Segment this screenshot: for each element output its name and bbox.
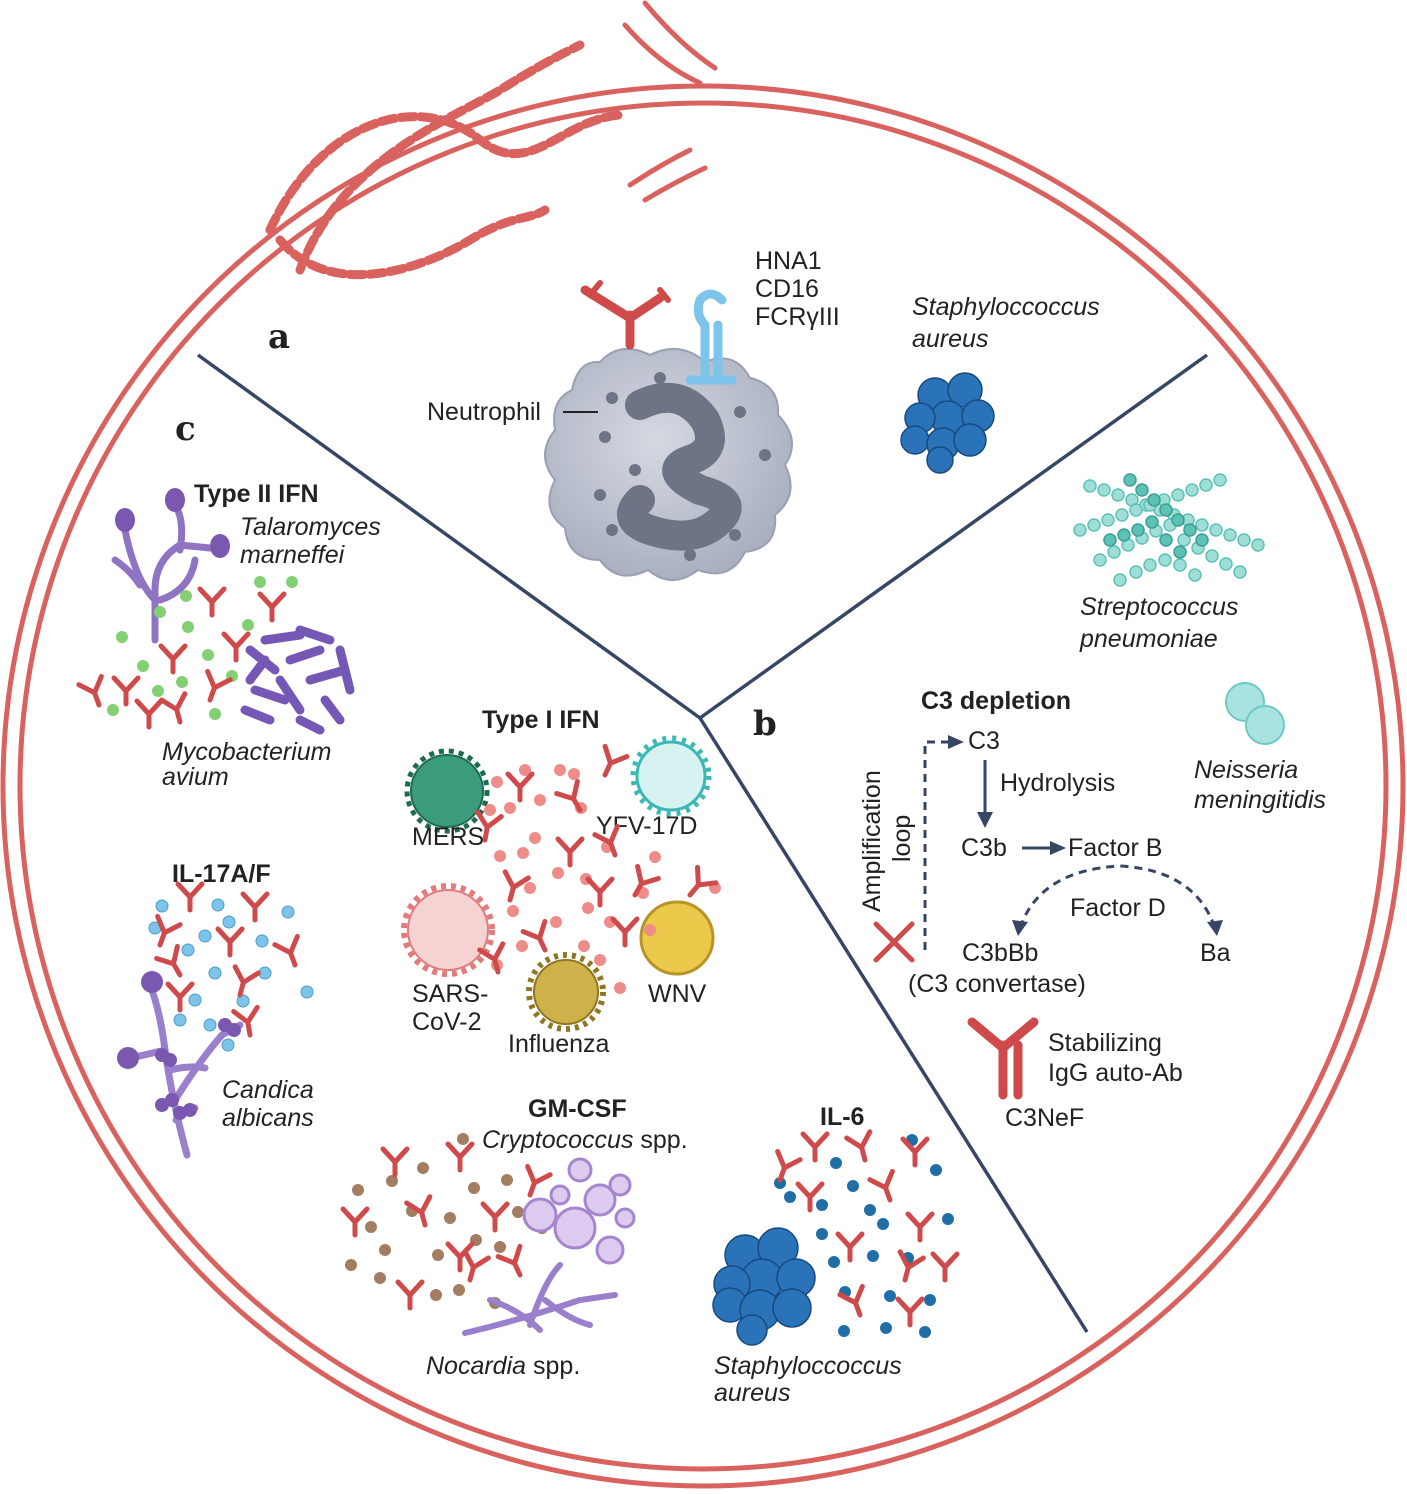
amplification-arrowhead xyxy=(948,735,964,749)
il6-title: IL-6 xyxy=(820,1103,864,1131)
staphylococcus-cluster-a xyxy=(900,372,995,474)
arc-arrowhead-right xyxy=(1207,920,1223,936)
neutrophil-cell xyxy=(544,347,793,581)
strep-label-line1: Streptococcus xyxy=(1080,593,1238,621)
ba-label: Ba xyxy=(1200,939,1231,967)
hydrolysis-arrowhead xyxy=(977,812,993,828)
gmcsf-title: GM-CSF xyxy=(528,1095,627,1123)
wnv-label: WNV xyxy=(648,980,707,1008)
c3bbb-label: C3bBb xyxy=(962,939,1038,967)
factor-b-label: Factor B xyxy=(1068,834,1162,862)
receptor-label-cd16: CD16 xyxy=(755,275,819,303)
hydrolysis-label: Hydrolysis xyxy=(1000,769,1115,797)
mycobacterium-cluster xyxy=(240,625,355,735)
cryptococcus-label: Cryptococcus spp. xyxy=(482,1126,688,1154)
nocardia-filaments xyxy=(462,1262,618,1336)
mycobacterium-label-line2: avium xyxy=(162,763,229,791)
cryptococcus-cells xyxy=(522,1157,636,1265)
green-cytokine-dots xyxy=(107,576,298,720)
sars-cov-2-virus xyxy=(401,883,495,977)
cryptococcus-suffix: spp. xyxy=(633,1126,687,1154)
candida-label-line1: Candica xyxy=(222,1076,314,1104)
neisseria-diplococcus xyxy=(1225,682,1285,745)
yfv-virus xyxy=(630,735,712,817)
panel-dividers xyxy=(196,353,1209,1333)
arc-arrowhead-left xyxy=(1012,920,1028,936)
il17-antibodies xyxy=(149,884,307,1037)
sars-label-line2: CoV-2 xyxy=(412,1008,481,1036)
talaromyces-label-line2: marneffei xyxy=(240,541,346,569)
candida-label-line2: albicans xyxy=(222,1104,314,1132)
antibody-label-line2: IgG auto-Ab xyxy=(1048,1059,1183,1087)
amplification-label: Amplification xyxy=(858,770,886,912)
staph-c-label-line2: aureus xyxy=(714,1379,790,1407)
influenza-label: Influenza xyxy=(508,1030,610,1058)
wnv-virus xyxy=(639,900,715,976)
c3-label: C3 xyxy=(968,727,1000,755)
neutrophil-label: Neutrophil xyxy=(427,398,541,426)
cryptococcus-name: Cryptococcus xyxy=(482,1126,633,1154)
receptor-label-fcr: FCRγIII xyxy=(755,303,840,331)
factor-d-label: Factor D xyxy=(1070,894,1166,922)
staph-c-label-line1: Staphyloccoccus xyxy=(714,1352,902,1380)
talaromyces-conidia xyxy=(115,488,230,558)
loop-label: loop xyxy=(888,815,916,862)
panel-label-a: a xyxy=(268,317,290,357)
type1-ifn-title: Type I IFN xyxy=(482,706,600,734)
antibody-label-line1: Stabilizing xyxy=(1048,1029,1162,1057)
brown-cytokine-dots xyxy=(345,1133,548,1309)
factor-b-arrowhead xyxy=(1050,841,1066,855)
mers-virus xyxy=(404,748,490,834)
c3nef-label: C3NeF xyxy=(1005,1104,1084,1132)
nocardia-suffix: spp. xyxy=(526,1352,580,1380)
fc-receptor-icon xyxy=(685,289,737,385)
c3b-label: C3b xyxy=(961,834,1007,862)
vessel-protrusion xyxy=(622,0,718,203)
nocardia-name: Nocardia xyxy=(426,1352,526,1380)
blocked-cross-icon xyxy=(873,921,915,963)
mycobacterium-label-line1: Mycobacterium xyxy=(162,738,332,766)
c3-depletion-title: C3 depletion xyxy=(921,687,1071,715)
helix-strands xyxy=(265,40,625,280)
factor-d-dashed-arc xyxy=(1018,864,1217,929)
streptococcus-chains xyxy=(1073,473,1265,587)
sars-label-line1: SARS- xyxy=(412,980,488,1008)
strep-label-line2: pneumoniae xyxy=(1079,625,1218,653)
panel-label-b: b xyxy=(753,704,777,744)
outer-membrane-ring xyxy=(0,83,1406,1489)
il17-title: IL-17A/F xyxy=(172,860,271,888)
influenza-virus xyxy=(526,952,606,1032)
antibody-icon xyxy=(580,280,671,350)
streptococcus-chains-dark xyxy=(1103,473,1209,559)
staphylococcus-cluster-c xyxy=(712,1227,816,1346)
neisseria-label-line1: Neisseria xyxy=(1194,756,1298,784)
staph-a-label-line1: Staphyloccoccus xyxy=(912,293,1100,321)
inner-membrane-ring xyxy=(17,100,1389,1472)
candida-yeast-cells xyxy=(117,971,241,1120)
amplification-loop-dashed xyxy=(923,740,950,950)
c3nef-antibody-icon xyxy=(967,1017,1039,1100)
blue-cytokine-dots xyxy=(148,898,314,1052)
navy-cytokine-dots xyxy=(774,1134,954,1338)
receptor-label-hna1: HNA1 xyxy=(755,247,822,275)
neisseria-label-line2: meningitidis xyxy=(1194,786,1326,814)
staph-a-label-line2: aureus xyxy=(912,325,988,353)
type2-ifn-title: Type II IFN xyxy=(194,480,319,508)
c3-convertase-label: (C3 convertase) xyxy=(908,970,1086,998)
pink-cytokine-dots xyxy=(484,764,721,994)
nocardia-label: Nocardia spp. xyxy=(426,1352,580,1380)
mers-label: MERS xyxy=(412,823,484,851)
panel-label-c: c xyxy=(175,409,196,449)
talaromyces-label-line1: Talaromyces xyxy=(240,513,381,541)
